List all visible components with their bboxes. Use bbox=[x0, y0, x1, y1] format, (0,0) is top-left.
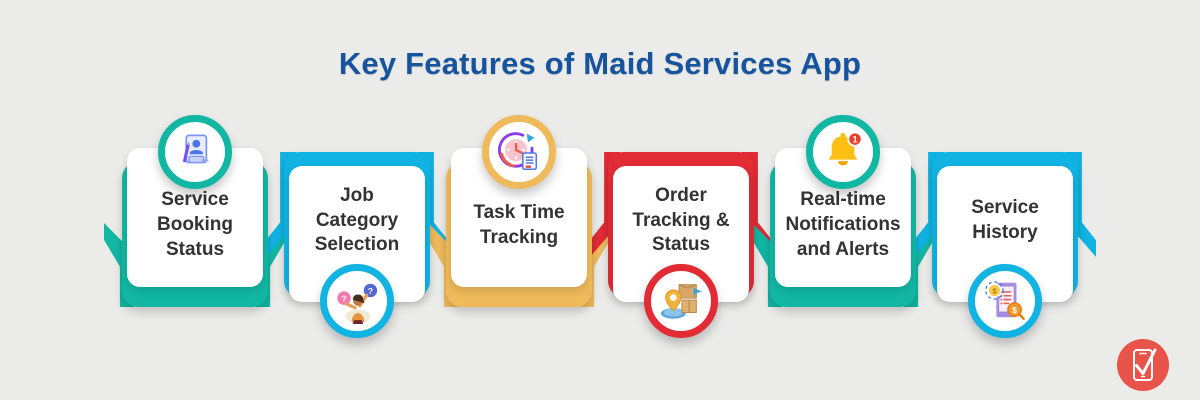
icon-circle bbox=[644, 264, 718, 338]
notifications-bell-icon: 1 bbox=[828, 131, 863, 166]
icon-circle bbox=[482, 115, 556, 189]
feature-label: Task Time Tracking bbox=[473, 201, 565, 248]
feature-label: Real-time Notifications and Alerts bbox=[785, 189, 901, 260]
feature-label: Service Booking Status bbox=[157, 189, 233, 260]
icon-circle: ? ? bbox=[320, 264, 394, 338]
task-time-icon bbox=[498, 132, 538, 171]
svg-text:$: $ bbox=[1012, 305, 1017, 315]
notification-badge-count: 1 bbox=[852, 134, 857, 144]
service-history-icon: $ $ bbox=[985, 281, 1025, 320]
icon-circle bbox=[158, 115, 232, 189]
feature-label: Job Category Selection bbox=[314, 184, 400, 256]
feature-card-order-tracking-status: Order Tracking & Status bbox=[590, 105, 772, 345]
page-title: Key Features of Maid Services App bbox=[338, 46, 862, 81]
feature-card-service-booking-status: Service Booking Status bbox=[104, 105, 286, 345]
svg-text:?: ? bbox=[368, 286, 373, 296]
card-body: Real-time Notifications and Alerts bbox=[775, 148, 911, 287]
feature-label: Service History bbox=[971, 197, 1039, 243]
feature-card-service-history: Service History $ $ bbox=[914, 105, 1096, 345]
feature-card-job-category-selection: Job Category Selection ? ? bbox=[266, 105, 448, 345]
svg-text:?: ? bbox=[341, 293, 346, 303]
phone-checkmark-logo bbox=[1117, 339, 1169, 391]
card-body: Job Category Selection bbox=[289, 166, 425, 302]
feature-label: Order Tracking & Status bbox=[632, 184, 730, 256]
icon-circle: 1 bbox=[806, 115, 880, 189]
svg-text:$: $ bbox=[992, 286, 997, 295]
service-booking-icon bbox=[182, 134, 209, 164]
job-category-icon: ? ? bbox=[337, 283, 378, 324]
features-row: Service Booking Status Job Category Sele… bbox=[104, 105, 1096, 345]
card-body: Order Tracking & Status bbox=[613, 166, 749, 302]
feature-card-task-time-tracking: Task Time Tracking bbox=[428, 105, 610, 345]
icon-circle: $ $ bbox=[968, 264, 1042, 338]
feature-card-realtime-notifications: Real-time Notifications and Alerts 1 bbox=[752, 105, 934, 345]
order-tracking-icon bbox=[660, 284, 703, 319]
